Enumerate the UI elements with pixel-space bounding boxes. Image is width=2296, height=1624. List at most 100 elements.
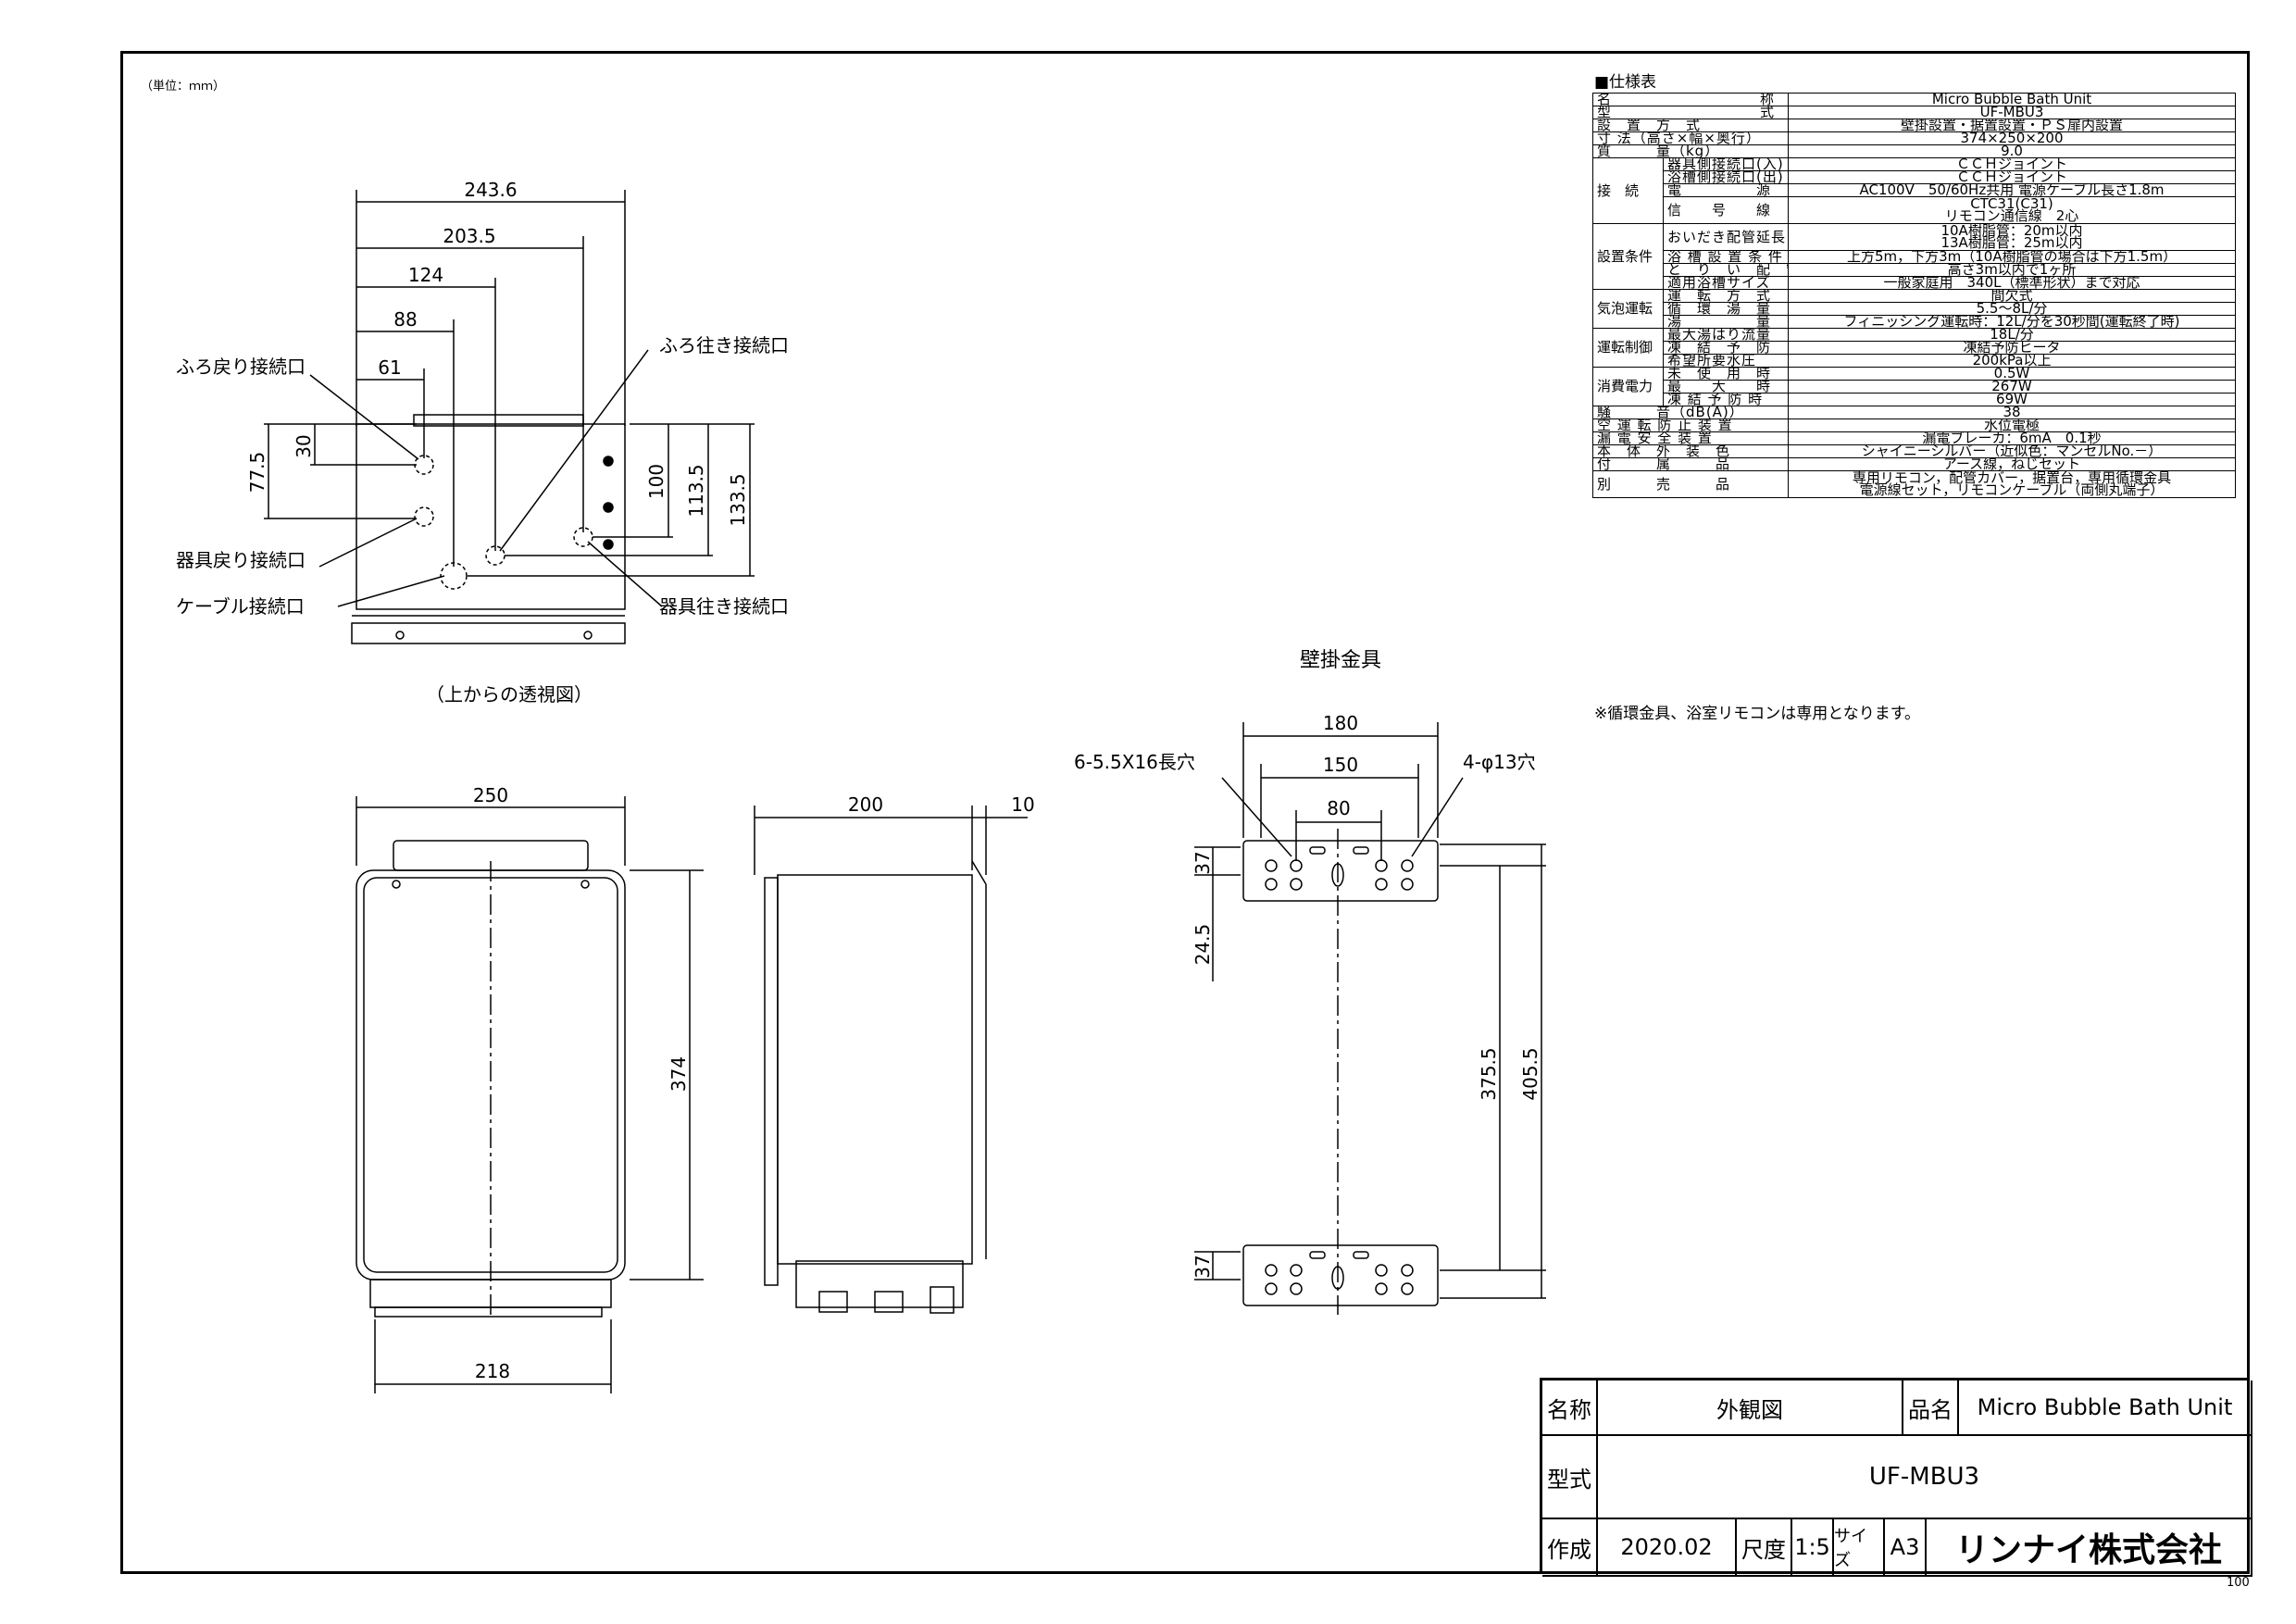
spec-value-line: フィニッシング運転時：12L/分を30秒間(運転終了時) bbox=[1843, 315, 2180, 329]
label-bath-return: ふろ戻り接続口 bbox=[176, 356, 306, 378]
spec-row: 空 運 転 防 止 装 置 水位電極 bbox=[1591, 418, 2236, 432]
spec-value-line: 間欠式 bbox=[1990, 289, 2033, 303]
spec-value: シャイニーシルバー（近似色：マンセルNo.－） bbox=[1788, 444, 2236, 458]
spec-sublabel: 湯 量 bbox=[1662, 315, 1790, 329]
dim-80: 80 bbox=[1327, 797, 1350, 819]
spec-value: ＣＣＨジョイント bbox=[1788, 157, 2236, 171]
spec-sublabel: 電 源 bbox=[1662, 183, 1790, 197]
dim-61: 61 bbox=[378, 356, 401, 379]
spec-sublabel: 適用浴槽サイズ bbox=[1662, 276, 1790, 290]
spec-value-line: 5.5～8L/分 bbox=[1976, 302, 2048, 316]
spec-value-line: 専用リモコン，配管カバー，据置台，専用循環金具 bbox=[1852, 470, 2172, 486]
spec-label: 付 属 品 bbox=[1591, 457, 1790, 471]
label-cable: ケーブル接続口 bbox=[176, 595, 305, 618]
spec-value: 0.5W bbox=[1788, 367, 2236, 381]
spec-group: 運転制御 bbox=[1592, 328, 1664, 368]
spec-value: 壁掛設置・据置設置・ＰＳ扉内設置 bbox=[1788, 119, 2236, 132]
dim-88: 88 bbox=[393, 308, 417, 331]
spec-value: 5.5～8L/分 bbox=[1788, 302, 2236, 316]
title-model-value: UF-MBU3 bbox=[1598, 1436, 2252, 1519]
spec-row: 湯 量 フィニッシング運転時：12L/分を30秒間(運転終了時) bbox=[1593, 315, 2236, 329]
title-made-label: 作成 bbox=[1542, 1519, 1598, 1577]
bracket-top bbox=[1242, 840, 1439, 902]
spec-value-line: 電源線セット，リモコンケーブル（両側丸端子） bbox=[1859, 481, 2165, 498]
title-size-value: A3 bbox=[1885, 1519, 1927, 1577]
bracket-slot-label: 6-5.5X16長穴 bbox=[1074, 751, 1195, 773]
spec-value: 18L/分 bbox=[1788, 328, 2236, 342]
spec-sublabel: 凍 結 予 防 bbox=[1662, 341, 1790, 355]
spec-value-line: 13A樹脂管：25m以内 bbox=[1940, 234, 2083, 251]
dim-37-bottom: 37 bbox=[1192, 1255, 1214, 1278]
spec-sublabel: 浴槽側接続口(出) bbox=[1662, 170, 1790, 184]
spec-sublabel: 最 大 時 bbox=[1662, 380, 1790, 394]
dim-front-bottom: 218 bbox=[475, 1360, 510, 1382]
spec-note: ※循環金具、浴室リモコンは専用となります。 bbox=[1594, 705, 1921, 723]
spec-value: 9.0 bbox=[1788, 144, 2236, 158]
spec-row: 凍 結 予 防凍結予防ヒータ bbox=[1593, 341, 2236, 355]
spec-value-line: CTC31(C31) bbox=[1970, 196, 2053, 212]
spec-row: 付 属 品アース線，ねじセット bbox=[1591, 457, 2236, 471]
spec-label: 寸 法（高さ×幅×奥行） bbox=[1591, 131, 1790, 145]
dim-37-top: 37 bbox=[1192, 851, 1214, 874]
spec-row: 消費電力未 使 用 時 0.5W bbox=[1592, 367, 2236, 406]
spec-row: 適用浴槽サイズ 一般家庭用 340L（標準形状）まで対応 bbox=[1593, 276, 2236, 290]
spec-label: 漏 電 安 全 装 置 bbox=[1591, 431, 1790, 445]
spec-sublabel: 未 使 用 時 bbox=[1662, 367, 1790, 381]
dim-243-6: 243.6 bbox=[464, 179, 517, 201]
spec-value: 専用リモコン，配管カバー，据置台，専用循環金具電源線セット，リモコンケーブル（両… bbox=[1788, 470, 2236, 498]
dim-side-depth: 200 bbox=[848, 793, 883, 816]
label-bath-supply: ふろ往き接続口 bbox=[659, 334, 789, 356]
bracket-title: 壁掛金具 bbox=[1300, 649, 1381, 672]
spec-value-line: Micro Bubble Bath Unit bbox=[1931, 93, 2092, 106]
spec-label: 騒 音（dB(A)） bbox=[1591, 406, 1790, 419]
spec-value: 凍結予防ヒータ bbox=[1788, 341, 2236, 355]
spec-value: 一般家庭用 340L（標準形状）まで対応 bbox=[1788, 276, 2236, 290]
dim-150: 150 bbox=[1323, 754, 1358, 776]
spec-value: フィニッシング運転時：12L/分を30秒間(運転終了時) bbox=[1788, 315, 2236, 329]
spec-label: 空 運 転 防 止 装 置 bbox=[1591, 418, 1790, 432]
spec-sublabel: 浴 槽 設 置 条 件 bbox=[1662, 250, 1790, 264]
title-product-value: Micro Bubble Bath Unit bbox=[1959, 1380, 2252, 1436]
drawing-frame bbox=[120, 51, 2250, 1574]
title-scale-value: 1:5 bbox=[1792, 1519, 1834, 1577]
spec-value: 間欠式 bbox=[1788, 289, 2236, 303]
spec-sublabel: おいだき配管延長 bbox=[1662, 223, 1790, 251]
dim-front-height: 374 bbox=[668, 1056, 690, 1092]
spec-label: 別 売 品 bbox=[1591, 470, 1790, 498]
spec-value-line: 一般家庭用 340L（標準形状）まで対応 bbox=[1883, 276, 2140, 290]
spec-group: 消費電力 bbox=[1592, 367, 1664, 406]
title-made-value: 2020.02 bbox=[1598, 1519, 1737, 1577]
spec-value: ＣＣＨジョイント bbox=[1788, 170, 2236, 184]
dim-124: 124 bbox=[408, 264, 443, 286]
spec-label: 質 量（kg） bbox=[1591, 144, 1790, 158]
spec-value-line: 水位電極 bbox=[1984, 418, 2040, 432]
dim-side-offset: 10 bbox=[1011, 793, 1034, 816]
front-view bbox=[356, 796, 704, 1393]
spec-label: 型 式 bbox=[1591, 106, 1790, 119]
spec-row: 凍 結 予 防 時 69W bbox=[1593, 393, 2236, 406]
dim-375-5: 375.5 bbox=[1478, 1047, 1500, 1100]
spec-value-line: 69W bbox=[1996, 393, 2028, 406]
spec-value-line: 9.0 bbox=[2001, 144, 2023, 158]
spec-value-line: 上方5m，下方3m（10A樹脂管の場合は下方1.5m） bbox=[1846, 250, 2177, 264]
spec-value-line: 高さ3m以内で1ヶ所 bbox=[1947, 263, 2077, 277]
spec-sublabel: 凍 結 予 防 時 bbox=[1662, 393, 1790, 406]
spec-value-line: ＣＣＨジョイント bbox=[1956, 170, 2068, 184]
spec-row: と り い 配 管高さ3m以内で1ヶ所 bbox=[1593, 263, 2236, 277]
spec-group: 気泡運転 bbox=[1592, 289, 1664, 329]
spec-value-line: 0.5W bbox=[1993, 367, 2030, 381]
spec-value: UF-MBU3 bbox=[1788, 106, 2236, 119]
top-view-base bbox=[351, 622, 626, 644]
dim-113-5: 113.5 bbox=[685, 464, 707, 517]
spec-row: 寸 法（高さ×幅×奥行）374×250×200 bbox=[1591, 131, 2236, 145]
dim-180: 180 bbox=[1323, 712, 1358, 734]
dim-133-5: 133.5 bbox=[727, 473, 749, 526]
spec-sublabel: 運 転 方 式 bbox=[1662, 289, 1790, 303]
spec-value-line: 200kPa以上 bbox=[1972, 354, 2052, 368]
spec-row: 騒 音（dB(A)）38 bbox=[1591, 406, 2236, 419]
